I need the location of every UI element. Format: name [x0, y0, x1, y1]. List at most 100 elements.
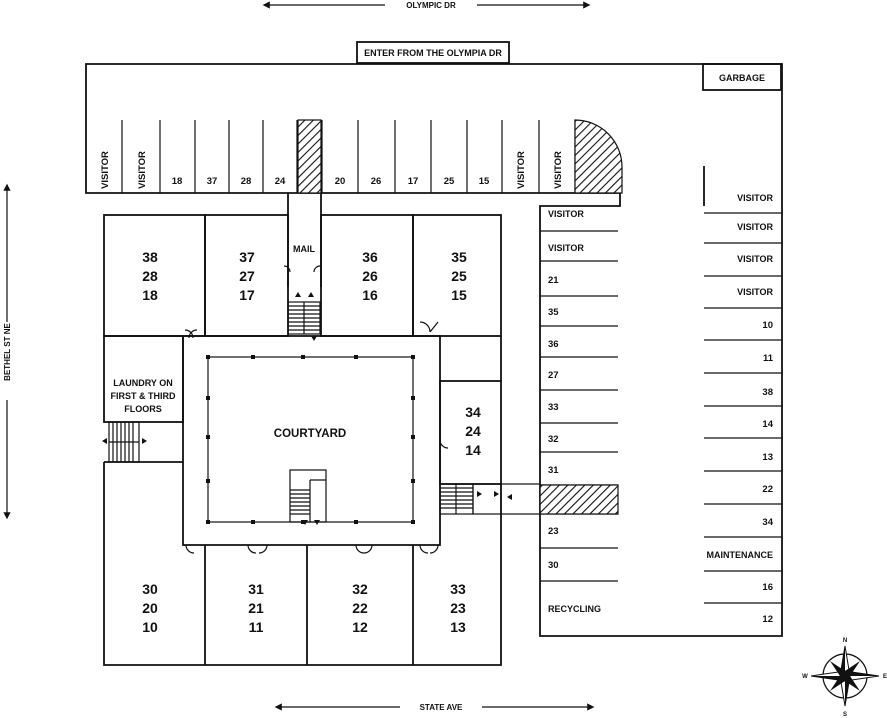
- middle-slot-label: VISITOR: [548, 243, 584, 253]
- right-slot-label: MAINTENANCE: [707, 550, 774, 560]
- right-slot-label: 10: [762, 320, 773, 331]
- courtyard-post: [411, 396, 415, 400]
- right-slot-label: 34: [762, 517, 773, 528]
- courtyard-post: [251, 355, 255, 359]
- unit-labels: 3828183727173626163525153424143020103121…: [142, 249, 481, 635]
- laundry-label-3: FLOORS: [124, 404, 162, 414]
- unit-number: 31: [248, 581, 264, 597]
- courtyard-post: [206, 396, 210, 400]
- unit-number: 10: [142, 619, 158, 635]
- laundry-label-2: FIRST & THIRD: [111, 391, 176, 401]
- unit-number: 15: [451, 287, 467, 303]
- unit-number: 34: [465, 404, 481, 420]
- middle-slot-label: 31: [548, 465, 559, 476]
- laundry-label-1: LAUNDRY ON: [113, 378, 173, 388]
- top-slot-label: VISITOR: [516, 151, 527, 189]
- door-swings: [184, 321, 449, 554]
- entrance-label: ENTER FROM THE OLYMPIA DR: [364, 48, 502, 58]
- top-slot-label: 20: [335, 176, 346, 187]
- unit-number: 13: [450, 619, 466, 635]
- south-unit-walls: [104, 461, 414, 665]
- right-column-dividers: [704, 212, 782, 604]
- mail-doors: [283, 265, 321, 273]
- courtyard-post: [206, 355, 210, 359]
- unit-number: 16: [362, 287, 378, 303]
- right-column-slots: VISITORVISITORVISITORVISITOR101138141322…: [707, 193, 774, 625]
- mail-corridor: [287, 193, 322, 287]
- unit-number: 12: [352, 619, 368, 635]
- right-slot-label: 11: [763, 353, 774, 364]
- top-slot-label: 37: [207, 176, 218, 187]
- unit-number: 27: [239, 268, 255, 284]
- courtyard-post: [354, 355, 358, 359]
- middle-slot-label: 35: [548, 307, 559, 318]
- courtyard-post: [206, 479, 210, 483]
- top-slot-label: VISITOR: [553, 151, 564, 189]
- right-slot-label: 16: [762, 582, 773, 593]
- compass-w: W: [802, 674, 808, 680]
- unit-number: 11: [249, 619, 264, 635]
- top-slot-label: 26: [371, 176, 382, 187]
- top-slot-label: 25: [444, 176, 455, 187]
- street-north: OLYMPIC DR: [262, 1, 591, 10]
- middle-slot-label: 21: [548, 275, 559, 286]
- top-slot-label: 15: [479, 176, 490, 187]
- middle-slot-label: 23: [548, 526, 559, 537]
- courtyard-post: [411, 520, 415, 524]
- unit-number: 32: [352, 581, 368, 597]
- unit-number: 35: [451, 249, 467, 265]
- right-slot-label: 12: [762, 614, 773, 625]
- unit-number: 36: [362, 249, 378, 265]
- unit-number: 30: [142, 581, 158, 597]
- street-label-south: STATE AVE: [420, 703, 463, 712]
- courtyard-post: [411, 435, 415, 439]
- right-slot-label: VISITOR: [737, 193, 773, 203]
- street-south: STATE AVE: [274, 703, 595, 712]
- unit-number: 38: [142, 249, 158, 265]
- unit-number: 25: [451, 268, 467, 284]
- compass-rose: N S E W: [802, 638, 887, 718]
- right-slot-label: 14: [762, 419, 773, 430]
- unit-number: 26: [362, 268, 378, 284]
- corner-island-hatch: [574, 119, 623, 194]
- unit-number: 14: [465, 442, 481, 458]
- mail-label: MAIL: [293, 244, 315, 254]
- middle-slot-label: 32: [548, 434, 559, 445]
- unit-number: 21: [248, 600, 264, 616]
- top-slot-label: 24: [275, 176, 286, 187]
- top-slot-label: VISITOR: [137, 151, 148, 189]
- courtyard-post: [354, 520, 358, 524]
- courtyard-post: [206, 520, 210, 524]
- unit-number: 18: [142, 287, 158, 303]
- courtyard-post: [411, 355, 415, 359]
- compass-n: N: [843, 638, 847, 644]
- unit-number: 23: [450, 600, 466, 616]
- middle-column-slots: VISITORVISITOR213536273332312330RECYCLIN…: [548, 209, 601, 614]
- right-slot-label: 22: [762, 484, 773, 495]
- middle-slot-label: VISITOR: [548, 209, 584, 219]
- middle-slot-label: 27: [548, 370, 559, 381]
- unit-number: 28: [142, 268, 158, 284]
- no-parking-hatch-middle: [539, 484, 619, 515]
- courtyard-corridor: [182, 335, 441, 546]
- right-slot-label: VISITOR: [737, 254, 773, 264]
- right-slot-label: VISITOR: [737, 222, 773, 232]
- top-row-dividers: [121, 120, 576, 193]
- no-parking-hatch-top: [297, 119, 322, 194]
- unit-number: 20: [142, 600, 158, 616]
- right-slot-label: 13: [762, 452, 773, 463]
- unit-number: 37: [239, 249, 255, 265]
- entrance-sign: [356, 41, 510, 64]
- unit-block-35: [412, 214, 502, 337]
- street-label-west: BETHEL ST NE: [3, 323, 12, 381]
- courtyard-stairs: [289, 469, 327, 523]
- unit-number: 17: [239, 287, 255, 303]
- courtyard-post: [206, 435, 210, 439]
- compass-s: S: [843, 712, 847, 718]
- right-slot-label: VISITOR: [737, 287, 773, 297]
- middle-slot-label: 30: [548, 560, 559, 571]
- middle-slot-label: 36: [548, 339, 559, 350]
- street-label-north: OLYMPIC DR: [406, 1, 456, 10]
